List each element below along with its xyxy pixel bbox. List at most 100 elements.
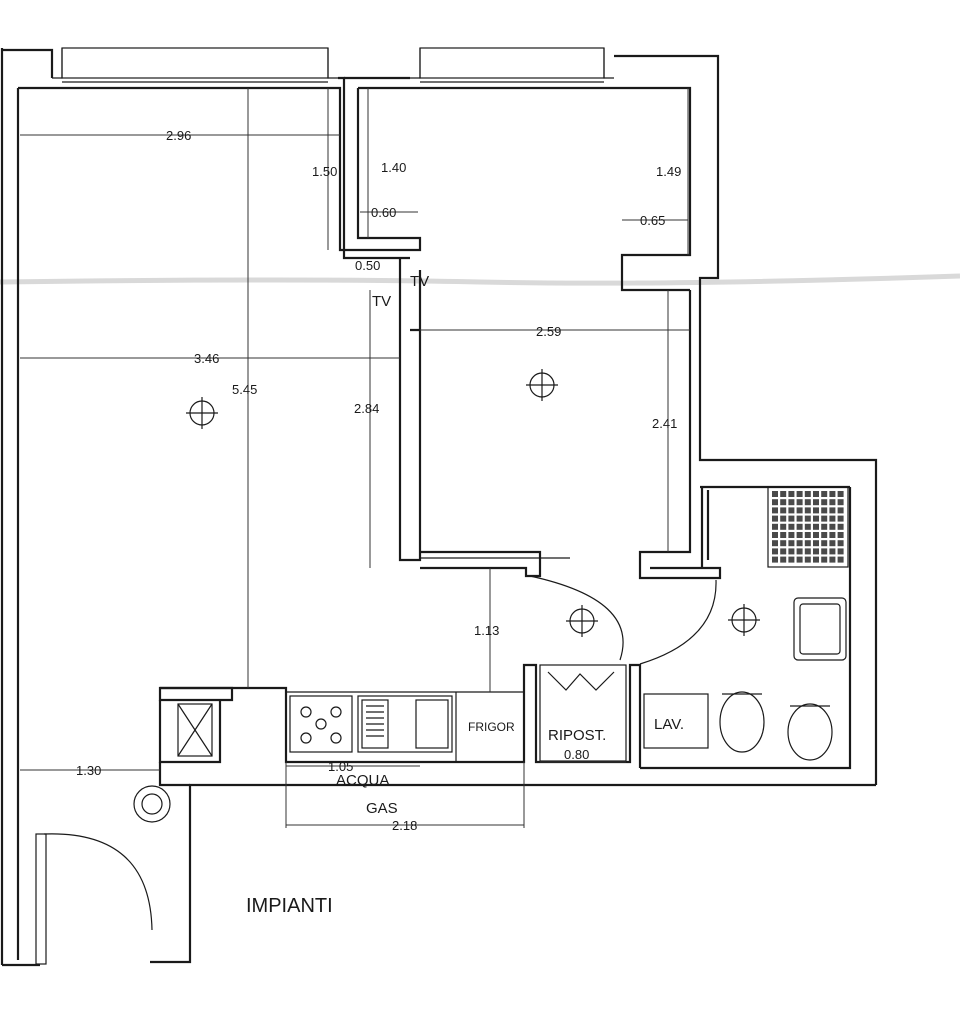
shower-grid-cell — [837, 540, 844, 547]
shower-grid-cell — [829, 548, 836, 555]
bedroom-partition — [398, 258, 722, 580]
shower-grid-cell — [780, 507, 787, 514]
tv-label-2: TV — [372, 293, 391, 310]
shower-grid-cell — [788, 540, 795, 547]
shower-grid-cell — [813, 532, 819, 538]
shower-grid-cell — [804, 499, 811, 506]
tv-label-1: TV — [410, 273, 429, 290]
shower-grid-cell — [813, 491, 819, 497]
shower-grid-cell — [804, 556, 811, 563]
shower-grid-cell — [837, 507, 844, 514]
shower-grid-cell — [780, 515, 787, 522]
shower-grid-cell — [772, 507, 778, 514]
shower-grid-cell — [804, 515, 811, 522]
shower-grid-cell — [772, 532, 778, 538]
doors — [35, 575, 717, 965]
shower-grid-cell — [813, 540, 819, 547]
ceiling-light-icon — [526, 369, 558, 401]
shower-grid-cell — [829, 540, 836, 547]
dim-2-41: 2.41 — [652, 416, 677, 431]
shower-grid-cell — [804, 507, 811, 514]
shower-grid-cell — [796, 523, 803, 530]
kitchen-block — [158, 663, 709, 787]
toilet-icon — [719, 691, 765, 753]
shower-grid-cell — [821, 523, 828, 530]
ceiling-light-icon — [728, 604, 760, 636]
dim-0-80: 0.80 — [564, 747, 589, 762]
shower-grid-cell — [813, 507, 819, 514]
storage-label: RIPOST. — [548, 727, 606, 744]
shower-grid-cell — [788, 507, 795, 514]
drawing-title: IMPIANTI — [246, 895, 333, 917]
shower-grid-cell — [772, 548, 778, 555]
shower-grid-cell — [837, 499, 844, 506]
shower-grid-cell — [772, 515, 778, 522]
dim-0-65: 0.65 — [640, 213, 665, 228]
dim-2-59: 2.59 — [536, 324, 561, 339]
shower-grid-cell — [796, 548, 803, 555]
shower-grid-cell — [813, 556, 819, 563]
light-points — [186, 369, 760, 637]
ceiling-light-icon — [186, 397, 218, 429]
shower-grid-cell — [829, 515, 836, 522]
shower-grid-cell — [796, 515, 803, 522]
dim-5-45: 5.45 — [232, 382, 257, 397]
shower-grid-cell — [780, 523, 787, 530]
window-top-right — [410, 47, 614, 83]
dim-1-50: 1.50 — [312, 164, 337, 179]
shower-grid-cell — [804, 491, 811, 497]
shower-grid-cell — [788, 491, 795, 497]
shower-grid-cell — [829, 507, 836, 514]
shower-grid-cell — [837, 548, 844, 555]
shower-grid-cell — [772, 523, 778, 530]
shower-grid-cell — [804, 532, 811, 538]
shower-grid — [772, 491, 844, 563]
shower-grid-cell — [829, 523, 836, 530]
sink-icon — [357, 695, 453, 753]
shower-grid-cell — [780, 556, 787, 563]
dim-1-13: 1.13 — [474, 623, 499, 638]
shower-grid-cell — [772, 556, 778, 563]
shower-grid-cell — [813, 523, 819, 530]
shower-grid-cell — [837, 532, 844, 538]
shower-grid-cell — [821, 515, 828, 522]
shower-grid-cell — [780, 548, 787, 555]
shower-grid-cell — [821, 548, 828, 555]
shower-grid-cell — [780, 540, 787, 547]
shower-grid-cell — [813, 548, 819, 555]
window-top-left — [52, 47, 338, 83]
dimension-lines — [20, 88, 690, 828]
ceiling-light-icon — [566, 605, 598, 637]
shower-grid-cell — [829, 491, 836, 497]
dim-1-49: 1.49 — [656, 164, 681, 179]
shower-grid-cell — [821, 491, 828, 497]
shower-grid-cell — [788, 499, 795, 506]
paper-fold-line — [0, 273, 960, 286]
shower-grid-cell — [772, 491, 778, 497]
washbasin-icon — [793, 597, 847, 661]
shower-grid-cell — [821, 499, 828, 506]
shower-grid-cell — [821, 556, 828, 563]
dim-2-18: 2.18 — [392, 818, 417, 833]
shower-grid-cell — [780, 491, 787, 497]
bathroom-fixtures — [719, 486, 849, 761]
shower-grid-cell — [772, 499, 778, 506]
dim-2-84: 2.84 — [354, 401, 379, 416]
dim-1-05: 1.05 — [328, 759, 353, 774]
gas-label: GAS — [366, 800, 398, 817]
hob-icon — [289, 695, 353, 753]
fridge-label: FRIGOR — [468, 720, 515, 734]
shower-grid-cell — [788, 515, 795, 522]
shower-grid-cell — [788, 532, 795, 538]
shower-grid-cell — [821, 540, 828, 547]
shower-grid-cell — [804, 523, 811, 530]
dim-3-46: 3.46 — [194, 351, 219, 366]
shower-grid-cell — [829, 499, 836, 506]
shower-grid-cell — [780, 532, 787, 538]
shower-grid-cell — [788, 523, 795, 530]
shower-grid-cell — [796, 491, 803, 497]
shower-grid-cell — [796, 532, 803, 538]
shower-grid-cell — [837, 523, 844, 530]
shower-grid-cell — [837, 515, 844, 522]
